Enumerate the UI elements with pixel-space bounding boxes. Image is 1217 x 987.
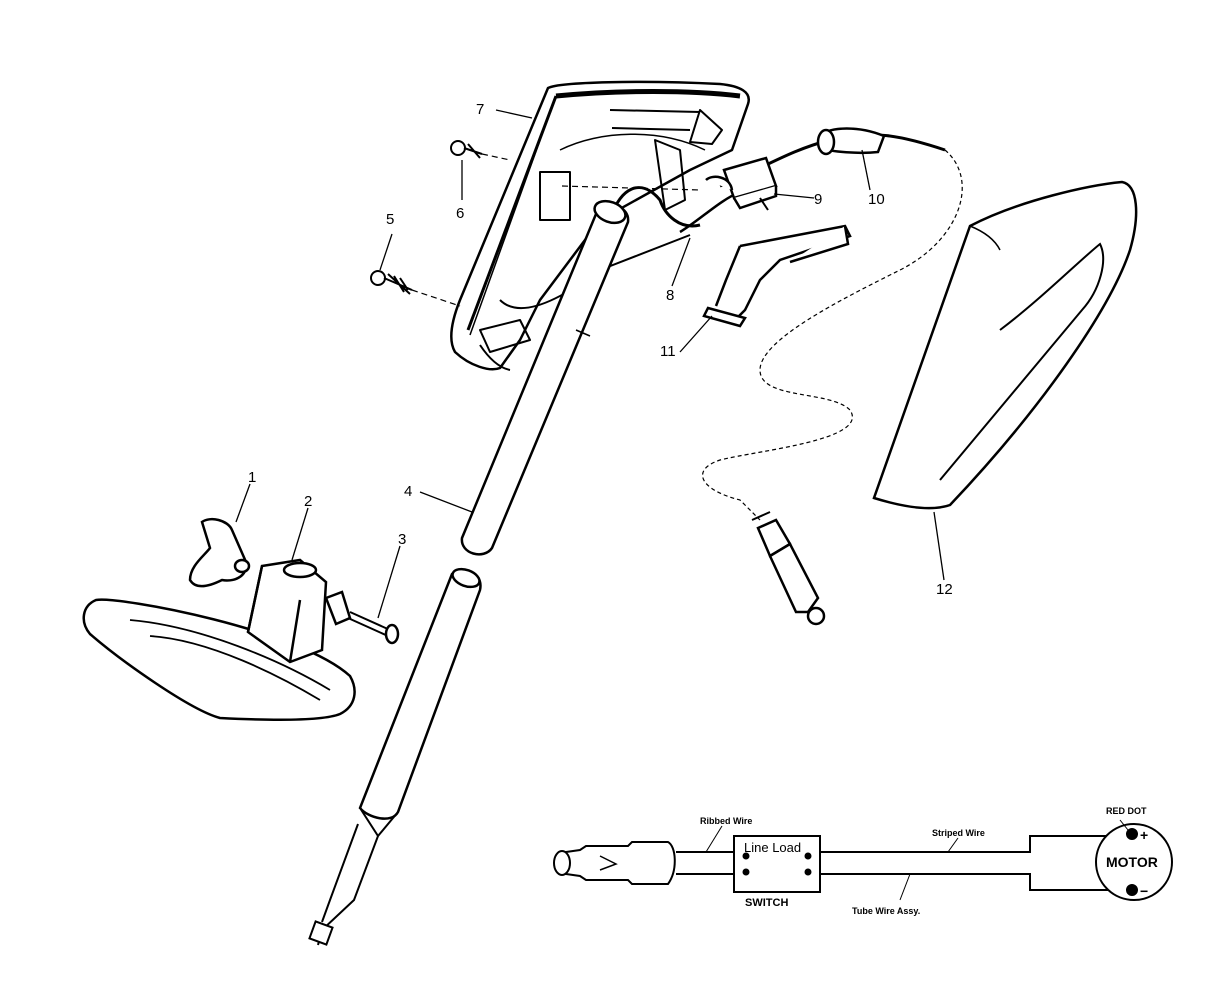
screw-5-leader xyxy=(411,289,461,307)
handle-housing xyxy=(450,80,750,371)
part-number-2: 2 xyxy=(304,493,312,510)
schematic-plug xyxy=(565,841,676,885)
handle-cover xyxy=(872,180,1138,510)
part-number-1: 1 xyxy=(248,469,256,486)
screw-6-leader xyxy=(481,153,511,161)
strain-relief xyxy=(816,127,886,156)
ribbed-wire-label: Ribbed Wire xyxy=(700,816,752,826)
lower-tube xyxy=(308,567,482,946)
part-number-11: 11 xyxy=(660,343,676,360)
part-numbers: 7 6 5 4 1 2 3 9 10 8 11 12 xyxy=(248,101,953,598)
tube-wire-assy-label: Tube Wire Assy. xyxy=(852,906,920,916)
schematic-switch-box xyxy=(733,835,821,893)
screw-6 xyxy=(450,140,483,159)
bracket xyxy=(702,224,852,328)
plus-terminal-label: + xyxy=(1140,827,1148,843)
striped-wire-label: Striped Wire xyxy=(932,828,985,838)
floor-base xyxy=(82,598,356,722)
part-number-3: 3 xyxy=(398,531,406,548)
part-number-5: 5 xyxy=(386,211,394,228)
part-number-9: 9 xyxy=(814,191,822,208)
minus-terminal-label: − xyxy=(1140,883,1148,899)
bolt xyxy=(324,590,400,645)
switch-label: SWITCH xyxy=(745,897,788,909)
part-number-6: 6 xyxy=(456,205,464,222)
part-number-10: 10 xyxy=(868,191,885,208)
upper-tube xyxy=(460,199,630,556)
cigarette-plug xyxy=(751,511,826,626)
schematic-motor xyxy=(1095,823,1173,901)
part-number-4: 4 xyxy=(404,483,412,500)
line-load-label: Line Load xyxy=(744,840,801,855)
leader-lines xyxy=(235,109,945,619)
switch-part xyxy=(705,156,778,211)
motor-label: MOTOR xyxy=(1106,854,1158,870)
wiring-labels: Ribbed Wire Line Load SWITCH Striped Wir… xyxy=(700,806,1158,916)
alignment-line xyxy=(561,185,701,191)
swivel-block xyxy=(246,558,328,664)
part-number-7: 7 xyxy=(476,101,484,118)
knob xyxy=(188,518,251,588)
wiring-schematic xyxy=(553,819,1173,901)
red-dot-label: RED DOT xyxy=(1106,806,1147,816)
part-number-12: 12 xyxy=(936,581,953,598)
part-number-8: 8 xyxy=(666,287,674,304)
screw-5 xyxy=(370,270,413,295)
